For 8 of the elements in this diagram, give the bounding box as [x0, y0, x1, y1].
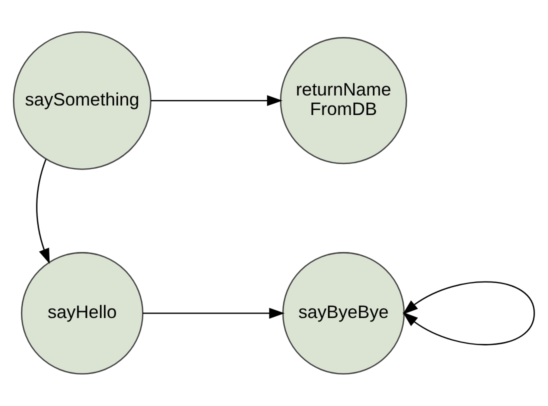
node-circle: sayHello	[20, 252, 144, 374]
arrow	[150, 95, 283, 106]
node-circle: saySomething	[12, 31, 152, 170]
node-circle: sayByeBye	[282, 252, 405, 374]
arrow	[36, 159, 50, 264]
arrow	[142, 308, 285, 319]
arrow	[402, 281, 535, 346]
node-circle: returnName FromDB	[280, 37, 408, 164]
